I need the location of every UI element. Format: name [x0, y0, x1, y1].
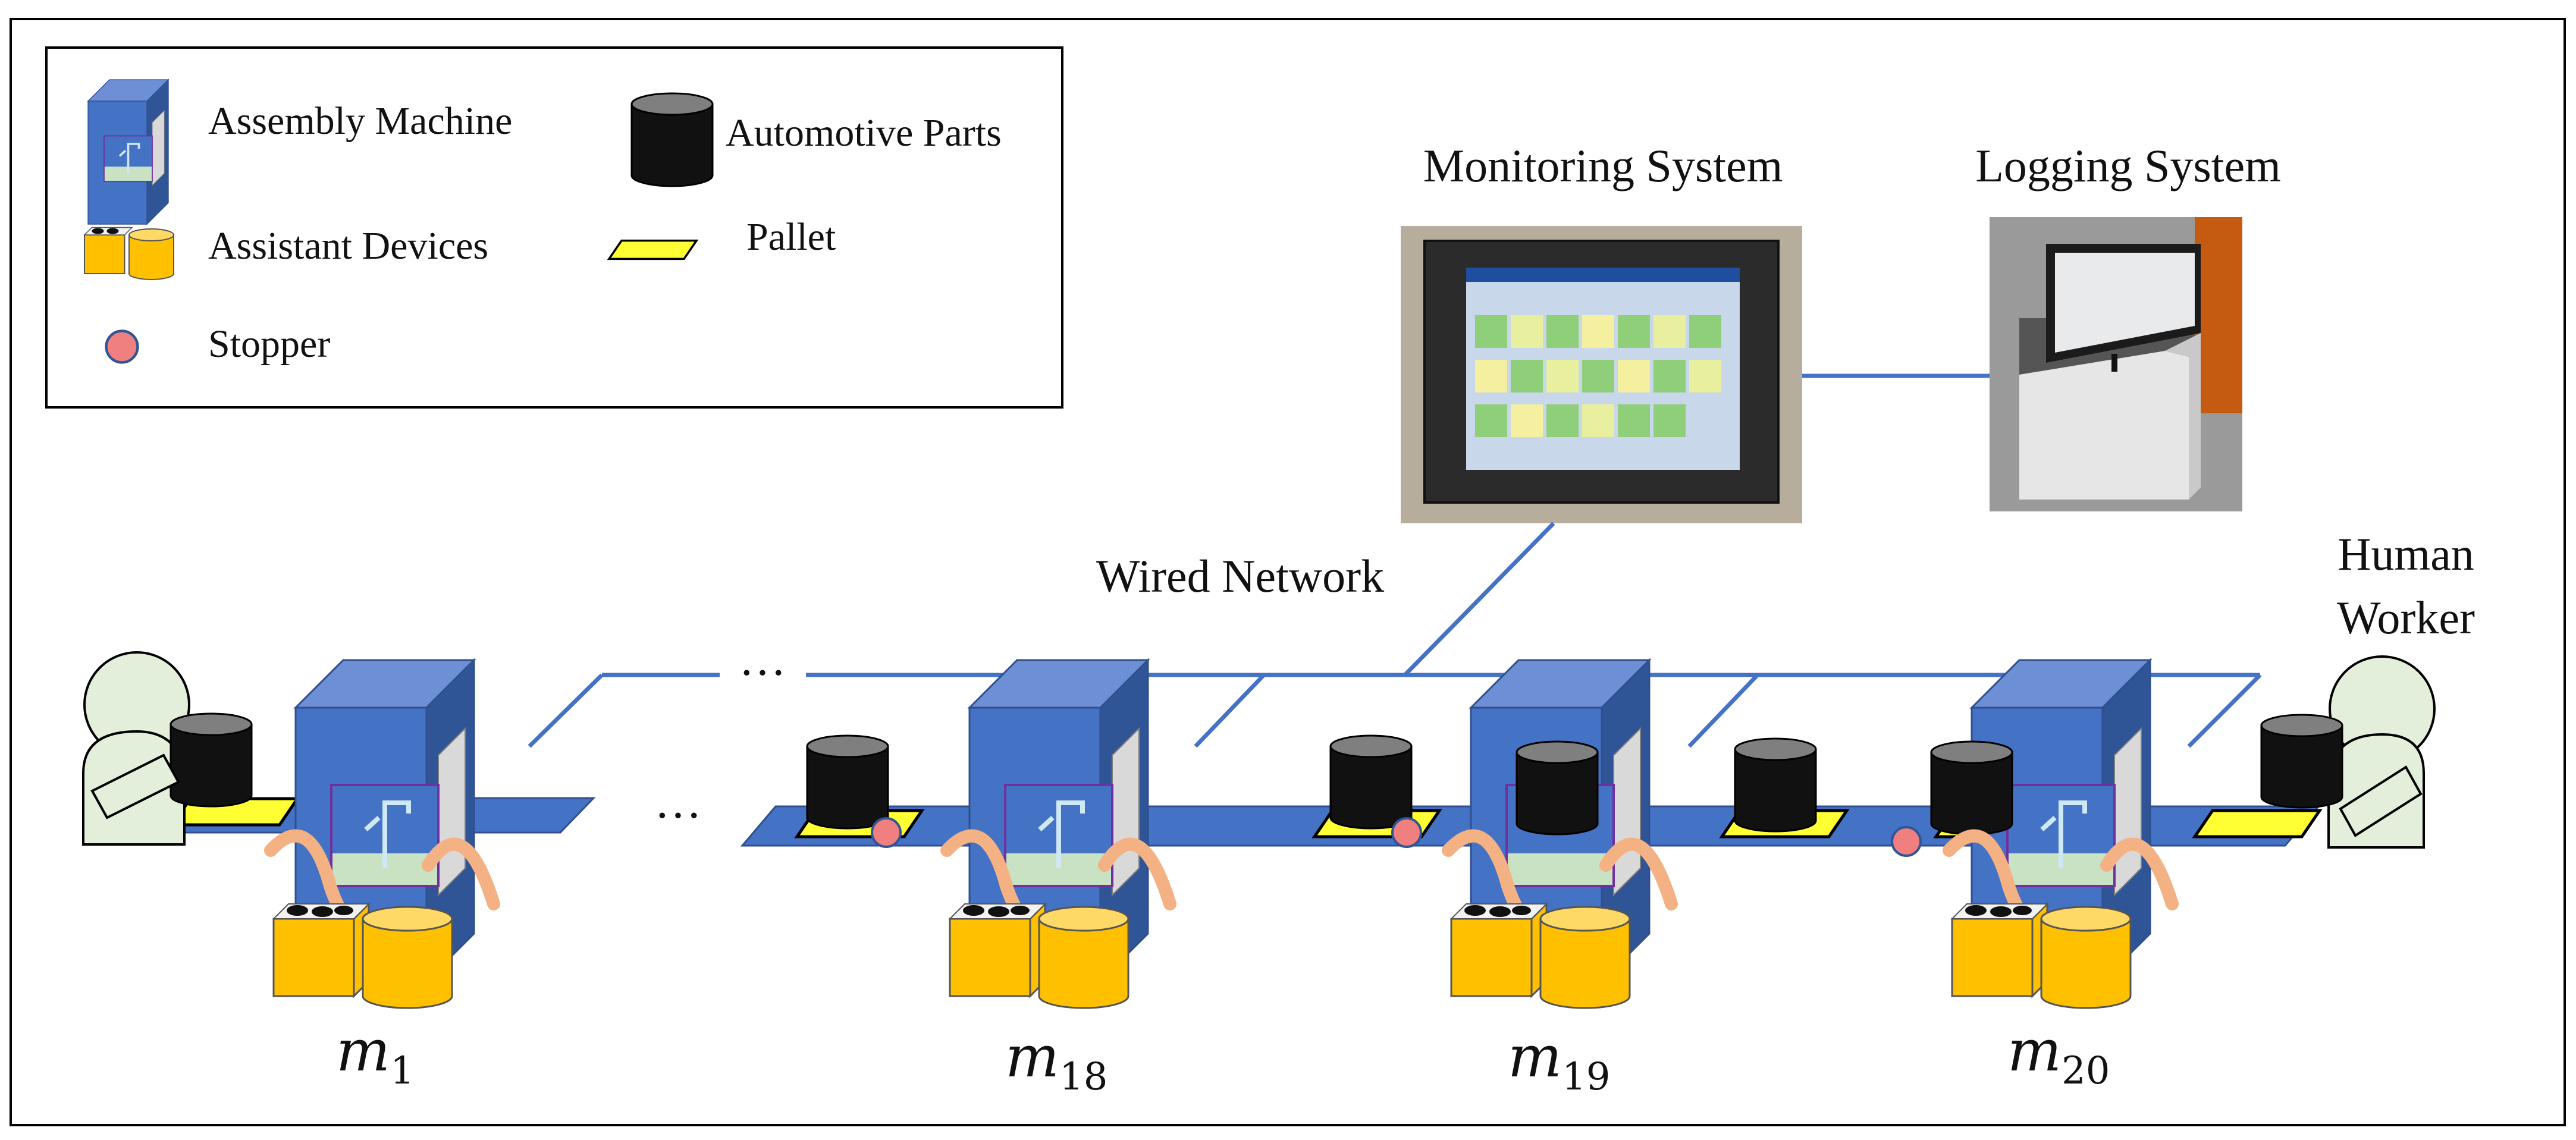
machine-label-m18: m18 [1005, 1023, 1107, 1099]
legend-devices-icon [83, 227, 174, 280]
pallet [2195, 811, 2320, 837]
logging-system-label: Logging System [1975, 140, 2281, 191]
monitoring-system-label: Monitoring System [1423, 140, 1783, 191]
legend-stopper-label: Stopper [208, 322, 330, 366]
conveyor-ellipsis: ··· [654, 790, 702, 842]
legend-devices-label: Assistant Devices [208, 224, 488, 268]
legend-box [45, 46, 1063, 409]
automotive-part [806, 734, 889, 830]
legend-machine-icon [87, 79, 169, 225]
machine-label-m19: m19 [1508, 1023, 1610, 1099]
stopper [1391, 817, 1422, 848]
legend: Assembly Machine Automotive Parts Assist… [45, 46, 1063, 409]
automotive-part [1734, 737, 1817, 833]
human-worker-label-line1: Human [2337, 528, 2474, 580]
machine-label-m1: m1 [336, 1017, 415, 1093]
machine-label-m20: m20 [2007, 1017, 2110, 1093]
stopper [871, 817, 902, 848]
human-worker-label-line2: Worker [2337, 592, 2475, 643]
monitoring-tiles [1475, 315, 1721, 437]
stopper [1891, 826, 1922, 857]
legend-pallet-label: Pallet [746, 215, 836, 259]
legend-part-label: Automotive Parts [726, 111, 1002, 155]
legend-stopper-icon [106, 331, 138, 363]
automotive-part [1329, 734, 1413, 830]
legend-part-icon [630, 92, 714, 187]
human-worker-left [82, 651, 253, 846]
network-ellipsis: ··· [739, 647, 786, 699]
figure-border [10, 18, 2566, 1126]
wired-network-label: Wired Network [1096, 550, 1384, 602]
legend-machine-label: Assembly Machine [208, 99, 512, 143]
legend-pallet-icon [608, 239, 698, 260]
human-worker-right [2260, 655, 2436, 849]
logging-system: Logging System [1975, 140, 2281, 511]
monitoring-system: Monitoring System [1401, 140, 1802, 523]
logging-screen [2055, 253, 2195, 353]
